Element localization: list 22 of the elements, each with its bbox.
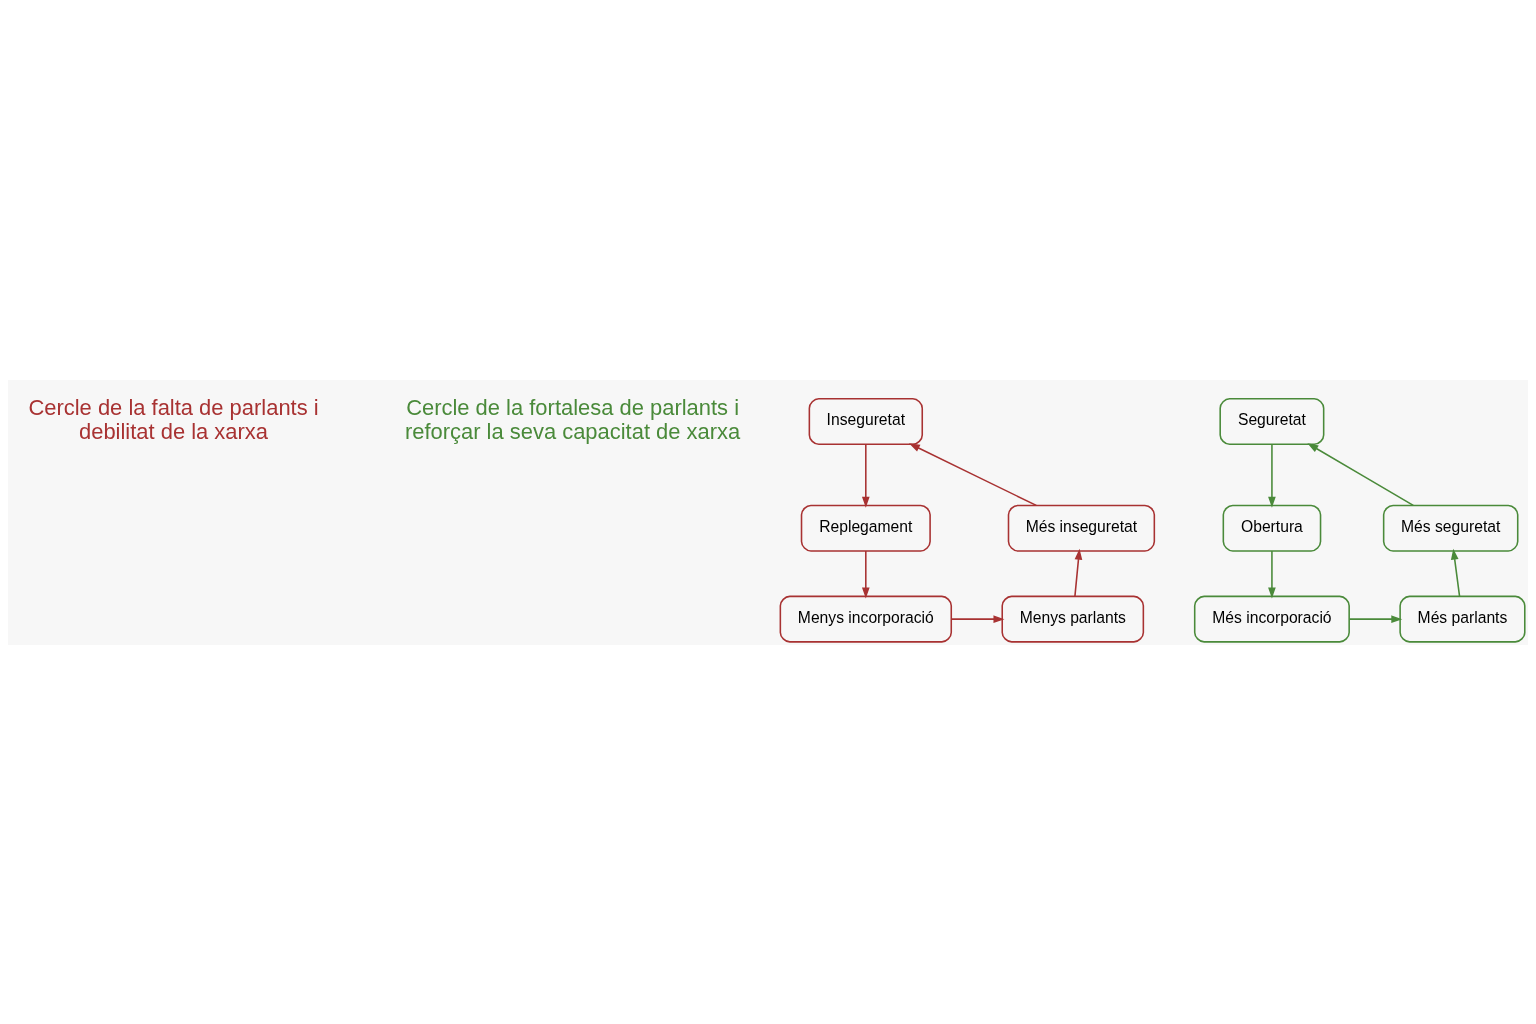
node-box: Replegament	[800, 504, 931, 552]
arrow	[861, 549, 870, 599]
arrow	[1074, 548, 1083, 597]
arrow	[1348, 614, 1403, 623]
node-box: Menys parlants	[1001, 595, 1145, 643]
node-box: Més seguretat	[1382, 504, 1519, 552]
arrow	[908, 442, 1038, 506]
node-box: Més incorporació	[1193, 595, 1350, 643]
arrow	[861, 443, 870, 508]
node-box: Més parlants	[1399, 595, 1526, 643]
label: Cercle de la falta de parlants i debilitat de la xarxa	[28, 394, 319, 444]
node-box: Inseguretat	[808, 397, 924, 445]
label: Cercle de la fortalesa de parlants i reforçar la seva capacitat de xarxa	[404, 394, 741, 444]
node-box: Obertura	[1222, 504, 1322, 552]
node-box: Més inseguretat	[1007, 504, 1156, 552]
node-box: Menys incorporació	[779, 595, 953, 643]
node-box: Seguretat	[1219, 397, 1325, 445]
arrow	[1268, 549, 1276, 599]
arrow	[1307, 442, 1415, 506]
arrow	[950, 614, 1005, 623]
arrow	[1450, 548, 1461, 597]
arrow	[1268, 443, 1276, 508]
